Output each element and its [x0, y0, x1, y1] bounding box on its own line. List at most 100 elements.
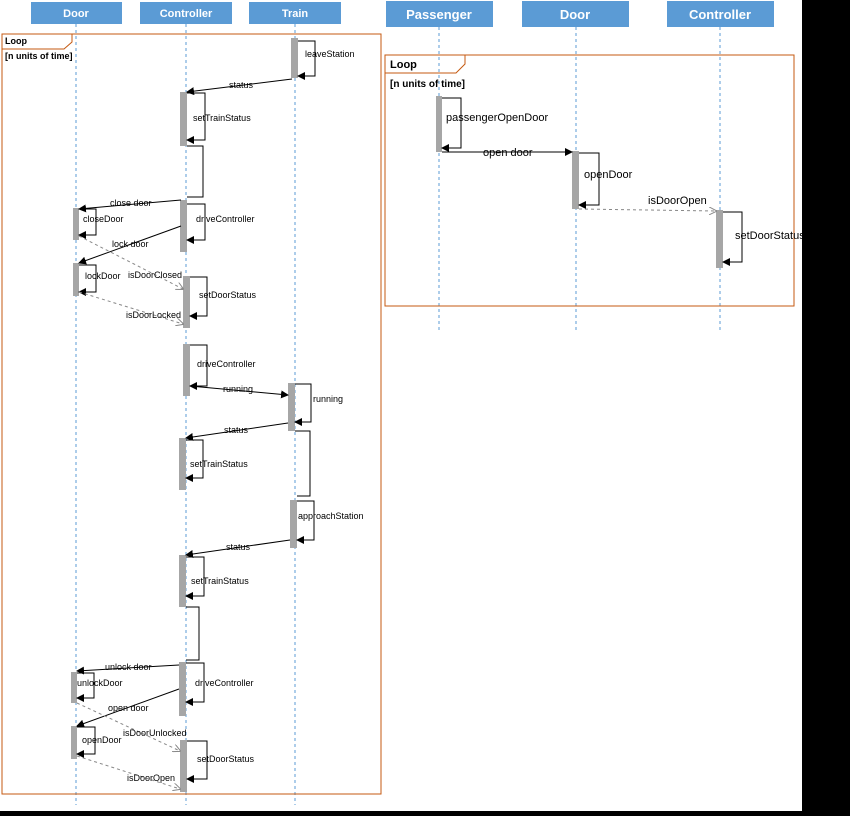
lifeline-label-controller: Controller: [160, 8, 213, 20]
message-label: passengerOpenDoor: [446, 112, 548, 124]
message-label: leaveStation: [305, 49, 355, 59]
message-label: status: [224, 425, 249, 435]
lifeline-header-door: [31, 2, 122, 24]
message-arrow: [78, 199, 182, 213]
message-arrow: [189, 385, 289, 399]
activation-bar: [716, 210, 723, 268]
activation-bar: [291, 38, 298, 78]
activation-bar: [183, 344, 190, 396]
message-arrow: [578, 152, 600, 209]
lifeline-header-door: [522, 1, 629, 27]
message-arrow: [189, 276, 208, 320]
message-label: unlockDoor: [77, 678, 123, 688]
lifeline-label-passenger: Passenger: [406, 7, 472, 22]
activation-bar: [180, 200, 187, 252]
message-label: close door: [110, 198, 152, 208]
loop-frame: [384, 54, 795, 307]
message-arrow: [78, 225, 182, 265]
message-arrow: [76, 688, 180, 728]
message-label: setTrainStatus: [191, 576, 249, 586]
activation-bar: [290, 500, 297, 548]
activation-bar: [73, 208, 79, 240]
loop-guard: [n units of time]: [5, 51, 73, 61]
message-arrow: [76, 672, 95, 702]
activation-bar: [180, 92, 187, 146]
message-arrow: [294, 383, 312, 426]
message-label: open door: [108, 703, 149, 713]
activation-bar: [179, 662, 186, 716]
message-arrow: [78, 264, 97, 296]
message-label: setTrainStatus: [193, 113, 251, 123]
activation-bar: [73, 263, 79, 296]
activation-bar: [179, 438, 186, 490]
message-label: running: [223, 384, 253, 394]
message-label: approachStation: [298, 511, 364, 521]
message-label: openDoor: [584, 169, 633, 181]
message-label: isDoorOpen: [127, 773, 175, 783]
message-arrow: [186, 203, 206, 244]
message-label: setTrainStatus: [190, 459, 248, 469]
message-label: status: [226, 542, 251, 552]
lifeline-label-door: Door: [560, 7, 590, 22]
message-arrow: [186, 78, 293, 96]
activation-bar: [179, 555, 186, 607]
lifeline-header-train: [249, 2, 341, 24]
lifeline-label-controller: Controller: [689, 7, 751, 22]
connector-line: [186, 606, 200, 661]
message-arrow: [78, 208, 97, 239]
message-label: isDoorUnlocked: [123, 728, 187, 738]
message-label: isDoorClosed: [128, 270, 182, 280]
message-label: running: [313, 394, 343, 404]
message-label: setDoorStatus: [735, 230, 802, 242]
return-arrow: [76, 755, 180, 789]
loop-tab: [2, 33, 73, 50]
message-label: openDoor: [82, 735, 122, 745]
message-label: open door: [483, 147, 533, 159]
message-label: status: [229, 80, 254, 90]
loop-tab: [385, 54, 466, 74]
activation-bar: [183, 276, 190, 328]
activation-bar: [436, 96, 442, 152]
connector-line: [187, 145, 204, 198]
message-label: driveController: [196, 214, 255, 224]
left-sequence-diagram: Door Controller Train Loop [n units of t…: [1, 2, 382, 805]
lifeline-header-passenger: [386, 1, 493, 27]
loop-guard: [n units of time]: [390, 79, 465, 90]
message-label: closeDoor: [83, 214, 124, 224]
message-arrow: [185, 539, 291, 558]
message-arrow: [185, 556, 205, 600]
message-arrow: [76, 726, 96, 758]
activation-bar: [288, 383, 295, 431]
message-label: isDoorOpen: [648, 195, 707, 207]
sequence-diagrams: Door Controller Train Loop [n units of t…: [1, 1, 805, 805]
lifeline-header-controller: [140, 2, 232, 24]
message-label: isDoorLocked: [126, 310, 181, 320]
right-sequence-diagram: Passenger Door Controller Loop [n units …: [384, 1, 805, 333]
message-arrow: [441, 97, 462, 152]
message-arrow: [186, 740, 208, 783]
loop-label: Loop: [390, 59, 417, 71]
activation-bar: [71, 726, 77, 759]
message-label: setDoorStatus: [199, 290, 257, 300]
message-arrow: [189, 344, 208, 390]
lifeline-label-train: Train: [282, 8, 309, 20]
activation-bar: [572, 151, 579, 209]
return-arrow: [578, 209, 716, 211]
loop-label: Loop: [5, 36, 27, 46]
message-arrow: [722, 211, 743, 266]
activation-bar: [180, 740, 187, 792]
return-arrow: [78, 235, 183, 289]
connector-line: [295, 430, 311, 497]
message-label: driveController: [195, 678, 254, 688]
diagram-canvas: Door Controller Train Loop [n units of t…: [0, 0, 802, 811]
message-label: driveController: [197, 359, 256, 369]
return-arrow: [78, 291, 183, 324]
lifeline-label-door: Door: [63, 8, 89, 20]
message-arrow: [185, 662, 205, 706]
message-arrow: [185, 422, 289, 441]
message-arrow: [297, 40, 316, 80]
message-label: lock door: [112, 239, 149, 249]
message-arrow: [185, 439, 204, 482]
loop-frame: [1, 33, 382, 795]
message-arrow: [186, 92, 206, 144]
